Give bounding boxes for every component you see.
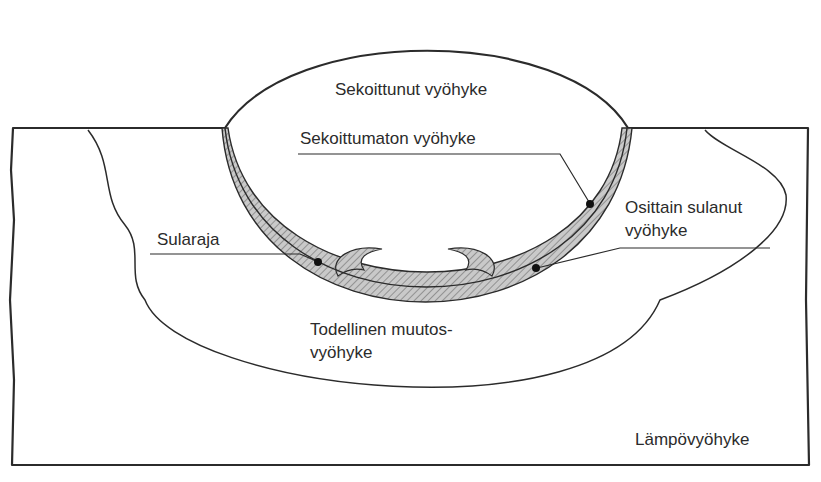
leader-dot (532, 264, 540, 272)
fusion-band (222, 128, 632, 302)
zone-label: Todellinen muutos- vyöhyke (310, 318, 485, 364)
zone-label: Lämpövyöhyke (635, 428, 795, 451)
zone-label: Sularaja (157, 228, 297, 251)
leader-dot (314, 258, 322, 266)
leader-line (298, 154, 589, 202)
zone-label: Sekoittumaton vyöhyke (300, 127, 560, 150)
leader-dot (586, 200, 594, 208)
zone-label: Sekoittunut vyöhyke (335, 78, 575, 101)
haz-boundary (88, 130, 786, 387)
base-plate (10, 51, 809, 465)
leader-line (537, 248, 770, 268)
fusion-line (225, 128, 627, 287)
unmixed-finger (448, 248, 494, 276)
zone-label: Osittain sulanut vyöhyke (625, 196, 775, 242)
leader-line (150, 254, 316, 261)
